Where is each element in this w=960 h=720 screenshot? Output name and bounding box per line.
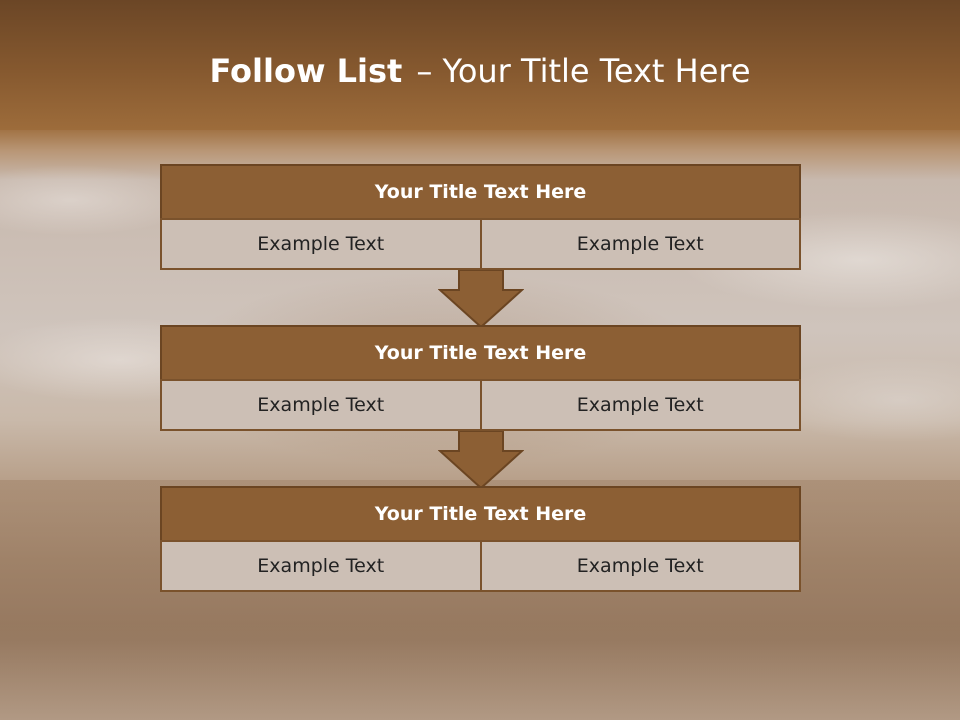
- block-cell-right[interactable]: Example Text: [479, 540, 801, 592]
- slide-title-bold: Follow List: [209, 52, 403, 90]
- block-title[interactable]: Your Title Text Here: [160, 164, 801, 220]
- down-arrow-icon: [438, 431, 524, 489]
- block-cell-right[interactable]: Example Text: [479, 218, 801, 270]
- block-cell-right[interactable]: Example Text: [479, 379, 801, 431]
- block-title[interactable]: Your Title Text Here: [160, 486, 801, 542]
- block-row: Example Text Example Text: [160, 540, 801, 592]
- slide-title[interactable]: Follow List – Your Title Text Here: [0, 52, 960, 90]
- block-cell-left[interactable]: Example Text: [160, 540, 482, 592]
- block-cell-left[interactable]: Example Text: [160, 379, 482, 431]
- slide-title-rest: – Your Title Text Here: [416, 52, 751, 90]
- down-arrow-icon: [438, 270, 524, 328]
- block-cell-left[interactable]: Example Text: [160, 218, 482, 270]
- list-block-1: Your Title Text Here Example Text Exampl…: [160, 164, 801, 270]
- block-row: Example Text Example Text: [160, 218, 801, 270]
- block-row: Example Text Example Text: [160, 379, 801, 431]
- list-block-3: Your Title Text Here Example Text Exampl…: [160, 486, 801, 592]
- list-block-2: Your Title Text Here Example Text Exampl…: [160, 325, 801, 431]
- block-title[interactable]: Your Title Text Here: [160, 325, 801, 381]
- title-band: [0, 0, 960, 130]
